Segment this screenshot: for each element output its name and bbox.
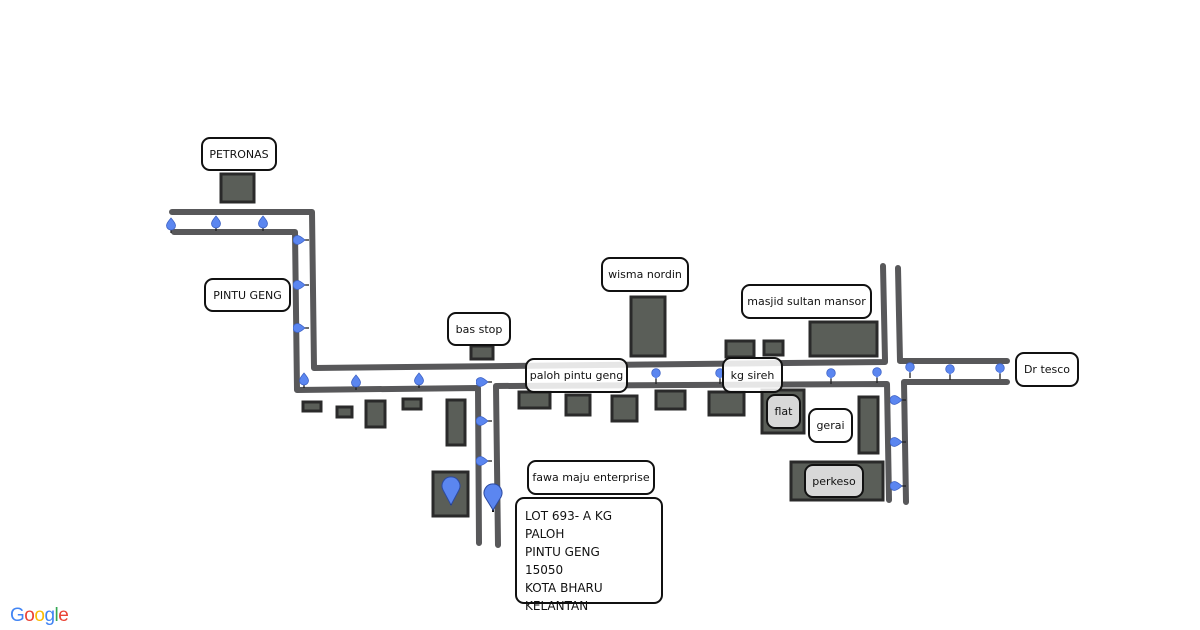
building: [707, 390, 746, 417]
map-pin-icon[interactable]: [995, 363, 1005, 379]
label-paloh-pintu-geng[interactable]: paloh pintu geng: [525, 358, 628, 393]
label-masjid-sultan-mansor[interactable]: masjid sultan mansor: [741, 284, 872, 319]
map-pin-icon[interactable]: [293, 322, 309, 334]
address-line: PINTU GENG: [525, 545, 600, 559]
address-box: LOT 693- A KG PALOH PINTU GENG 15050 KOT…: [515, 497, 663, 613]
label-petronas[interactable]: PETRONAS: [201, 137, 277, 171]
road-segment: [895, 265, 1010, 364]
logo-letter: e: [58, 605, 69, 626]
label-kg-sireh[interactable]: kg sireh: [722, 357, 783, 393]
label-flat[interactable]: flat: [766, 394, 801, 429]
address-line: KELANTAN: [525, 599, 589, 613]
label-perkeso[interactable]: perkeso: [804, 464, 864, 498]
building: [301, 400, 323, 413]
label-bas-stop[interactable]: bas stop: [447, 312, 511, 346]
road-segment: [171, 229, 482, 546]
logo-letter: g: [44, 605, 55, 626]
road-segment: [901, 379, 1010, 505]
address-line: KOTA BHARU: [525, 581, 603, 595]
map-pin-icon[interactable]: [257, 215, 269, 231]
map-pin-icon[interactable]: [651, 368, 661, 384]
map-pin-icon[interactable]: [210, 215, 222, 231]
building: [610, 394, 639, 423]
building: [401, 397, 423, 411]
building: [517, 390, 552, 410]
map-pin-icon[interactable]: [905, 362, 915, 378]
label-gerai[interactable]: gerai: [808, 408, 853, 443]
road-segment: [880, 263, 888, 363]
map-pin-icon[interactable]: [945, 364, 955, 380]
building-masjid: [808, 320, 879, 358]
map-pin-icon[interactable]: [872, 367, 882, 383]
logo-letter: G: [10, 605, 25, 626]
building-bas-stop: [469, 344, 495, 361]
map-pin-icon[interactable]: [476, 415, 492, 427]
logo-letter: o: [24, 605, 35, 626]
address-line: 15050: [525, 563, 564, 577]
building: [445, 398, 467, 447]
label-pintu-geng[interactable]: PINTU GENG: [204, 278, 291, 312]
label-wisma-nordin[interactable]: wisma nordin: [601, 257, 689, 292]
map-pin-icon[interactable]: [298, 372, 310, 388]
building-gerai: [857, 395, 880, 455]
label-dr-tesco[interactable]: Dr tesco: [1015, 352, 1079, 387]
building: [762, 339, 785, 357]
building: [335, 405, 354, 419]
label-fawa-maju-enterprise[interactable]: fawa maju enterprise: [527, 460, 655, 495]
address-line: LOT 693- A KG PALOH: [525, 509, 613, 541]
building: [654, 389, 687, 411]
building: [724, 339, 756, 359]
building-wisma-nordin: [629, 295, 667, 358]
map-pin-icon[interactable]: [293, 234, 309, 246]
google-logo: Google: [10, 605, 69, 627]
building: [364, 399, 387, 429]
large-pin-location-marker[interactable]: [483, 483, 503, 512]
logo-letter: o: [34, 605, 45, 626]
map-pin-icon[interactable]: [476, 455, 492, 467]
map-pin-icon[interactable]: [476, 376, 492, 388]
map-pin-icon[interactable]: [293, 279, 309, 291]
logo-letter: l: [54, 605, 59, 626]
road-segment: [493, 381, 892, 548]
roads: [169, 209, 1010, 548]
building: [564, 393, 592, 417]
large-pin-location-marker[interactable]: [441, 476, 461, 507]
building-petronas: [219, 172, 256, 204]
